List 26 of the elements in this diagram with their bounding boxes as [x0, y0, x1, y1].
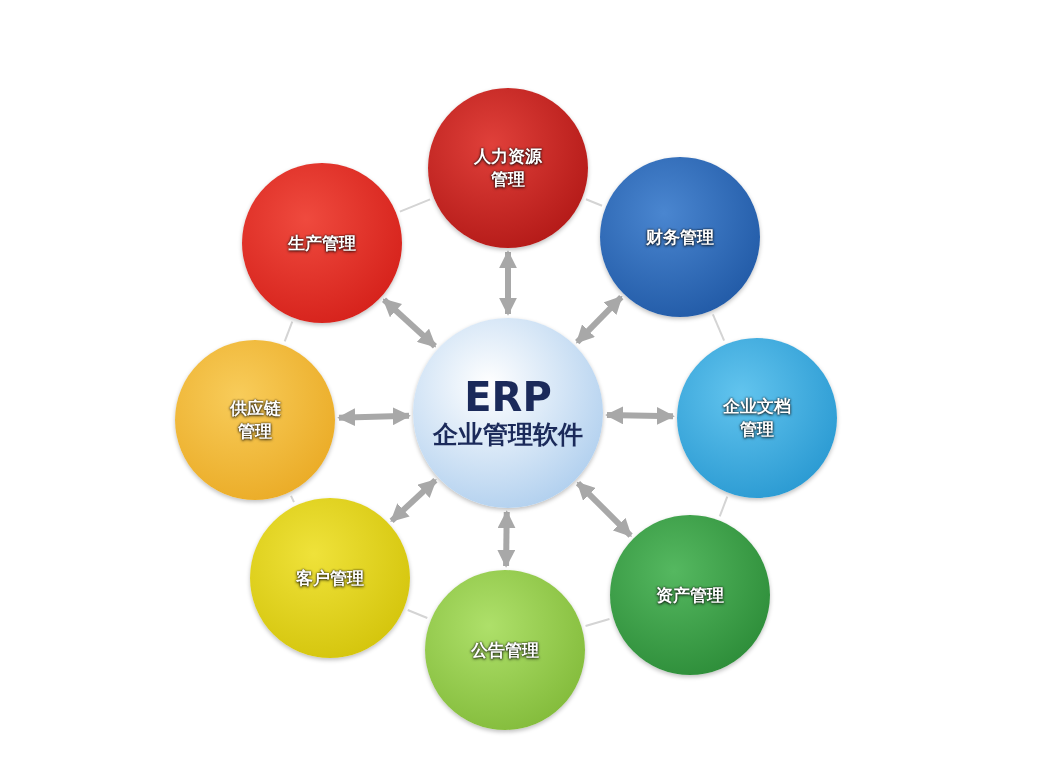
double-arrow: [499, 250, 517, 316]
double-arrow: [575, 295, 624, 345]
double-arrow: [497, 510, 516, 568]
connector-line: [711, 313, 726, 342]
module-label: 企业文档管理: [722, 395, 792, 441]
module-label: 客户管理: [296, 566, 364, 590]
connector-line: [398, 198, 432, 213]
module-label: 资产管理: [656, 583, 724, 607]
module-label: 公告管理: [471, 638, 539, 662]
double-arrow: [337, 407, 411, 427]
module-label: 生产管理: [288, 231, 356, 255]
connector-line: [406, 608, 429, 620]
connector-line: [584, 617, 611, 628]
module-label: 人力资源管理: [473, 145, 543, 191]
double-arrow: [382, 297, 437, 349]
module-label: 财务管理: [646, 225, 714, 249]
double-arrow: [605, 406, 675, 425]
connector-line: [290, 494, 295, 504]
erp-title: ERP: [464, 374, 552, 419]
double-arrow: [389, 478, 438, 524]
module-label: 供应链管理: [228, 397, 282, 443]
double-arrow: [575, 480, 633, 538]
center-label: 企业管理软件: [433, 418, 583, 451]
connector-line: [584, 198, 604, 207]
connector-line: [283, 320, 294, 343]
connector-line: [718, 495, 729, 518]
